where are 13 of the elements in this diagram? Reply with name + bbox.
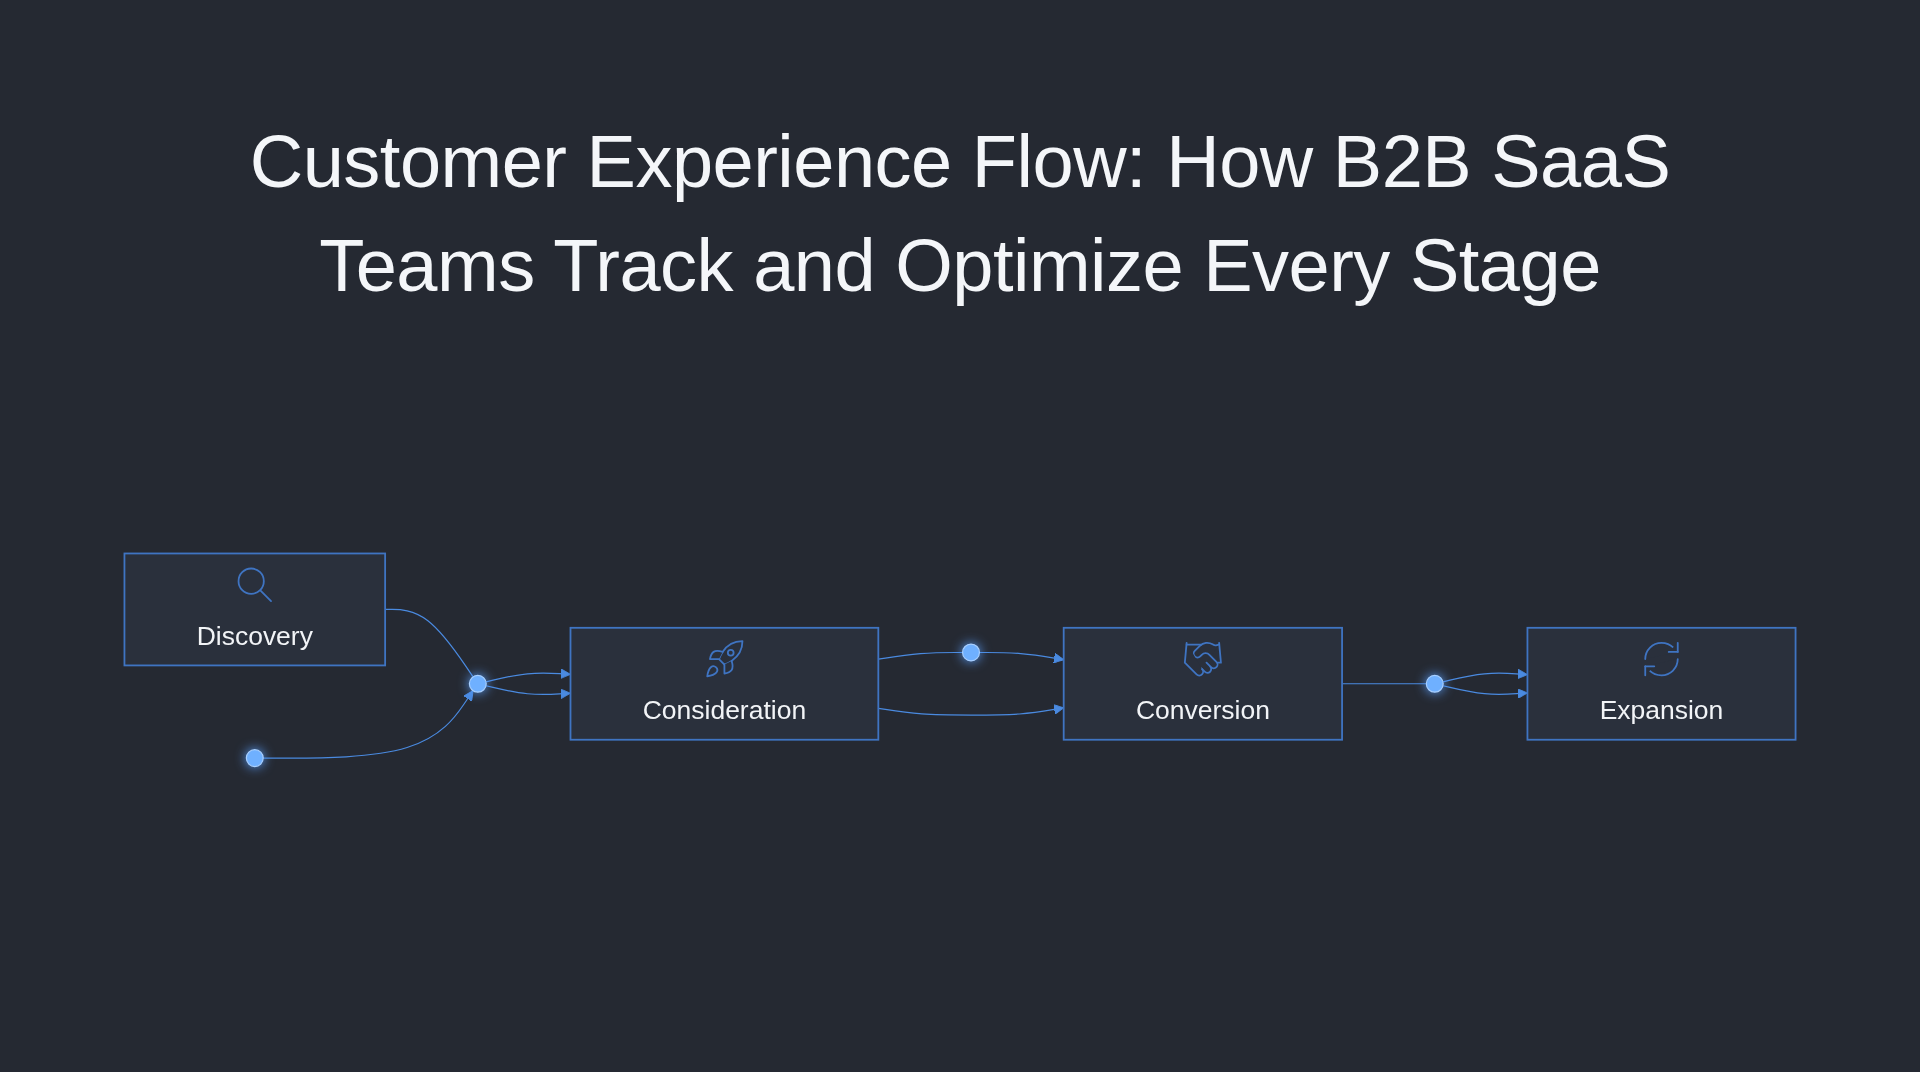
arrow <box>485 668 571 683</box>
node-box: Conversion <box>1062 626 1343 741</box>
node-box: Discovery <box>123 552 387 667</box>
node-circle <box>468 674 487 693</box>
node-box: Consideration <box>569 626 880 741</box>
arrow <box>485 685 571 700</box>
node-circle <box>962 643 981 662</box>
node-box: Expansion <box>1526 626 1797 741</box>
arrow <box>1442 685 1528 699</box>
node-circle <box>1425 674 1444 693</box>
node-circle <box>245 749 264 768</box>
arrow <box>1442 668 1528 683</box>
diagram-title: Customer Experience Flow: How B2B SaaS Teams Track and Optimize Every Stage <box>248 119 1672 309</box>
